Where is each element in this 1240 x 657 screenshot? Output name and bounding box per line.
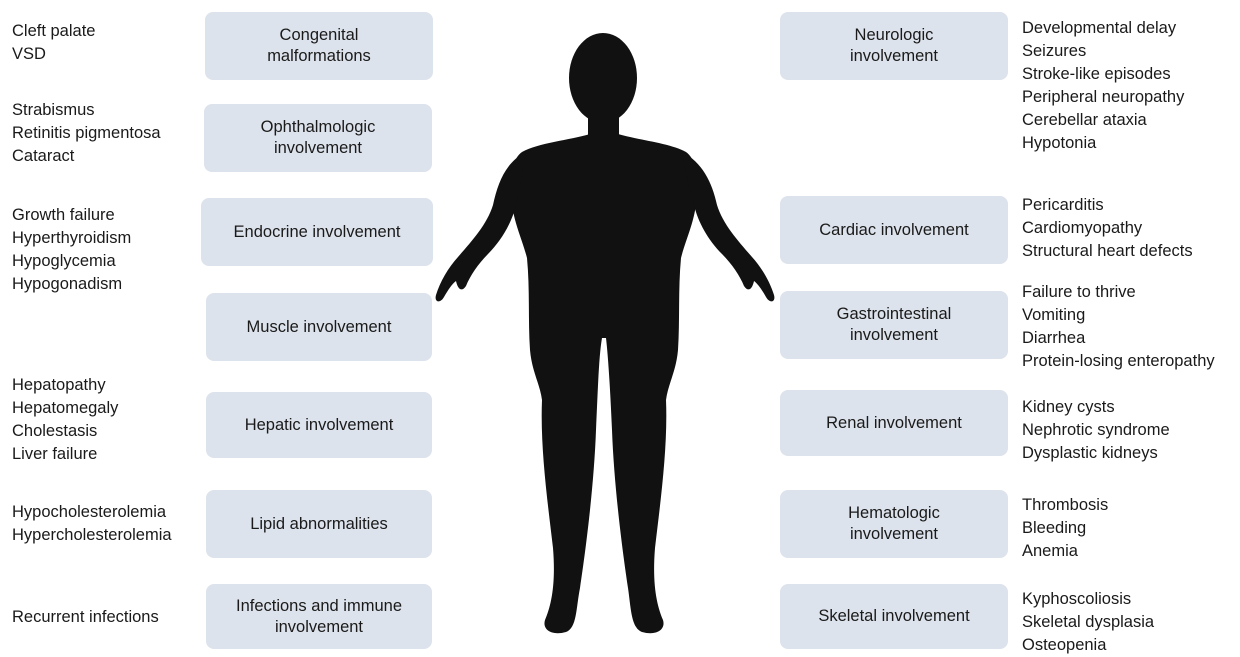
- box-lipid-abnormalities: Lipid abnormalities: [206, 490, 432, 558]
- box-label: Neurologic involvement: [850, 25, 938, 67]
- list-item: Recurrent infections: [12, 606, 159, 629]
- list-item: Growth failure: [12, 204, 131, 227]
- list-item: Stroke-like episodes: [1022, 63, 1184, 86]
- box-ophthalmologic-involvement: Ophthalmologic involvement: [204, 104, 432, 172]
- list-endocrine: Growth failure Hyperthyroidism Hypoglyce…: [12, 204, 131, 296]
- list-item: Hepatomegaly: [12, 397, 118, 420]
- list-item: Nephrotic syndrome: [1022, 419, 1170, 442]
- list-item: Cholestasis: [12, 420, 118, 443]
- box-muscle-involvement: Muscle involvement: [206, 293, 432, 361]
- list-item: Hepatopathy: [12, 374, 118, 397]
- list-hepatic: Hepatopathy Hepatomegaly Cholestasis Liv…: [12, 374, 118, 466]
- list-gastrointestinal: Failure to thrive Vomiting Diarrhea Prot…: [1022, 281, 1215, 373]
- box-neurologic-involvement: Neurologic involvement: [780, 12, 1008, 80]
- list-hematologic: Thrombosis Bleeding Anemia: [1022, 494, 1108, 563]
- list-item: Hyperthyroidism: [12, 227, 131, 250]
- box-label: Renal involvement: [826, 413, 962, 434]
- list-skeletal: Kyphoscoliosis Skeletal dysplasia Osteop…: [1022, 588, 1154, 657]
- box-label: Ophthalmologic involvement: [261, 117, 376, 159]
- list-item: Failure to thrive: [1022, 281, 1215, 304]
- list-item: Peripheral neuropathy: [1022, 86, 1184, 109]
- list-item: Diarrhea: [1022, 327, 1215, 350]
- list-renal: Kidney cysts Nephrotic syndrome Dysplast…: [1022, 396, 1170, 465]
- list-cardiac: Pericarditis Cardiomyopathy Structural h…: [1022, 194, 1193, 263]
- box-renal-involvement: Renal involvement: [780, 390, 1008, 456]
- box-label: Hematologic involvement: [848, 503, 940, 545]
- list-item: Hypocholesterolemia: [12, 501, 172, 524]
- box-infections-immune-involvement: Infections and immune involvement: [206, 584, 432, 649]
- right-arm-shape: [682, 152, 774, 301]
- box-label: Endocrine involvement: [234, 222, 401, 243]
- list-congenital-malformations: Cleft palate VSD: [12, 20, 95, 66]
- list-item: Cataract: [12, 145, 161, 168]
- list-item: Hypercholesterolemia: [12, 524, 172, 547]
- list-item: Cerebellar ataxia: [1022, 109, 1184, 132]
- list-item: Kyphoscoliosis: [1022, 588, 1154, 611]
- list-ophthalmologic: Strabismus Retinitis pigmentosa Cataract: [12, 99, 161, 168]
- list-item: Seizures: [1022, 40, 1184, 63]
- list-item: Strabismus: [12, 99, 161, 122]
- list-item: Structural heart defects: [1022, 240, 1193, 263]
- box-hematologic-involvement: Hematologic involvement: [780, 490, 1008, 558]
- list-item: Hypogonadism: [12, 273, 131, 296]
- box-cardiac-involvement: Cardiac involvement: [780, 196, 1008, 264]
- list-item: VSD: [12, 43, 95, 66]
- box-label: Lipid abnormalities: [250, 514, 388, 535]
- list-item: Liver failure: [12, 443, 118, 466]
- list-item: Kidney cysts: [1022, 396, 1170, 419]
- list-lipid: Hypocholesterolemia Hypercholesterolemia: [12, 501, 172, 547]
- box-label: Skeletal involvement: [818, 606, 969, 627]
- box-endocrine-involvement: Endocrine involvement: [201, 198, 433, 266]
- box-gastrointestinal-involvement: Gastrointestinal involvement: [780, 291, 1008, 359]
- list-item: Thrombosis: [1022, 494, 1108, 517]
- list-item: Anemia: [1022, 540, 1108, 563]
- list-item: Osteopenia: [1022, 634, 1154, 657]
- box-skeletal-involvement: Skeletal involvement: [780, 584, 1008, 649]
- list-item: Protein-losing enteropathy: [1022, 350, 1215, 373]
- list-item: Vomiting: [1022, 304, 1215, 327]
- box-label: Infections and immune involvement: [236, 596, 402, 638]
- box-label: Cardiac involvement: [819, 220, 968, 241]
- list-item: Cleft palate: [12, 20, 95, 43]
- box-label: Congenital malformations: [267, 25, 371, 67]
- list-neurologic: Developmental delay Seizures Stroke-like…: [1022, 17, 1184, 155]
- box-congenital-malformations: Congenital malformations: [205, 12, 433, 80]
- list-item: Pericarditis: [1022, 194, 1193, 217]
- box-label: Gastrointestinal involvement: [837, 304, 952, 346]
- list-item: Cardiomyopathy: [1022, 217, 1193, 240]
- left-arm-shape: [436, 152, 526, 301]
- torso-legs-shape: [511, 134, 698, 633]
- list-item: Developmental delay: [1022, 17, 1184, 40]
- human-body-icon: [430, 24, 780, 639]
- box-hepatic-involvement: Hepatic involvement: [206, 392, 432, 458]
- box-label: Hepatic involvement: [245, 415, 394, 436]
- box-label: Muscle involvement: [247, 317, 392, 338]
- list-item: Skeletal dysplasia: [1022, 611, 1154, 634]
- list-item: Dysplastic kidneys: [1022, 442, 1170, 465]
- list-item: Bleeding: [1022, 517, 1108, 540]
- list-infections: Recurrent infections: [12, 606, 159, 629]
- list-item: Retinitis pigmentosa: [12, 122, 161, 145]
- head-shape: [569, 33, 637, 123]
- list-item: Hypoglycemia: [12, 250, 131, 273]
- list-item: Hypotonia: [1022, 132, 1184, 155]
